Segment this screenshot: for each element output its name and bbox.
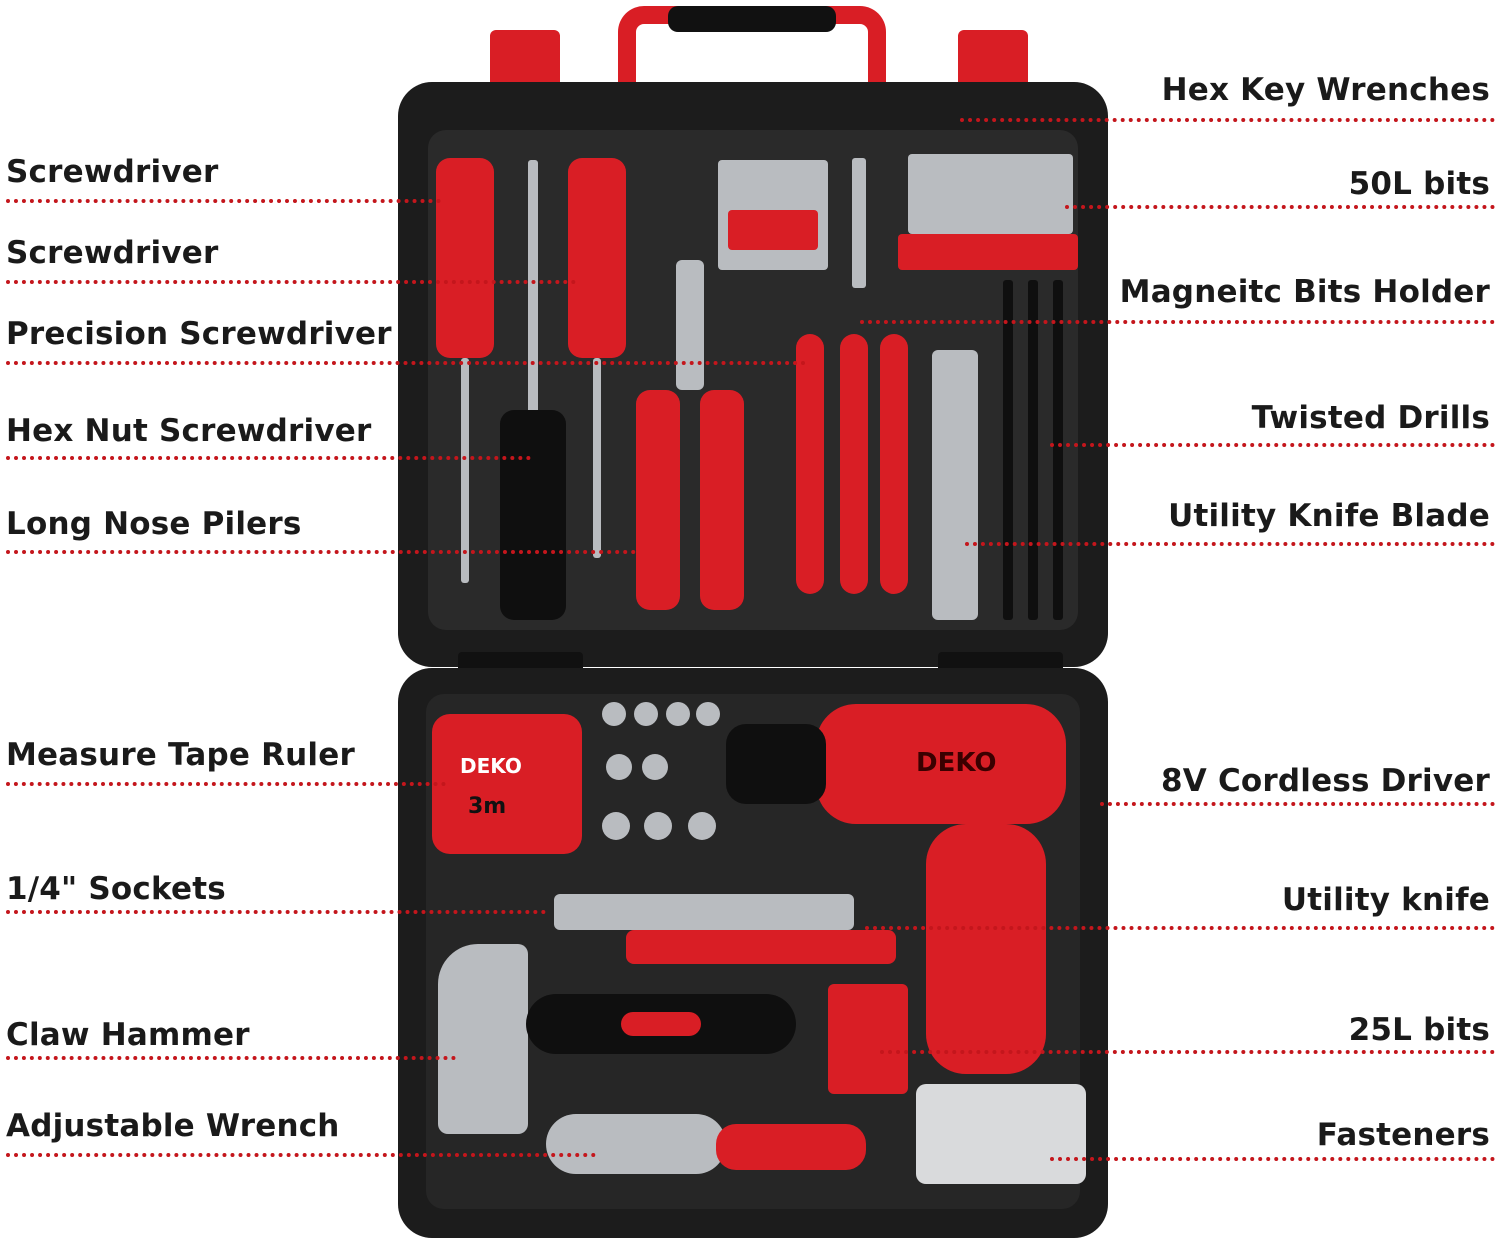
leader-line	[6, 1153, 596, 1157]
precision-driver-2	[840, 334, 868, 594]
socket-icon	[634, 702, 658, 726]
precision-driver-3	[880, 334, 908, 594]
leader-line	[6, 782, 446, 786]
handle-grip	[668, 6, 836, 32]
socket-icon	[666, 702, 690, 726]
claw-hammer-head	[438, 944, 528, 1134]
socket-icon	[602, 812, 630, 840]
twisted-drill-1	[1003, 280, 1013, 620]
callout-claw-hammer: Claw Hammer	[6, 1017, 250, 1053]
base-tray: DEKO 3m DEKO	[426, 694, 1086, 1209]
twisted-drill-2	[1028, 280, 1038, 620]
hammer-handle-accent	[621, 1012, 701, 1036]
leader-line	[6, 361, 806, 365]
leader-line	[1050, 1157, 1495, 1161]
leader-line	[860, 320, 1495, 324]
bit-holder-strip	[898, 234, 1078, 270]
pliers-grip-left	[636, 390, 680, 610]
callout-sockets: 1/4" Sockets	[6, 871, 226, 907]
callout-fasteners: Fasteners	[1316, 1117, 1490, 1153]
screwdriver-shaft-1	[461, 358, 469, 583]
measure-tape: DEKO 3m	[432, 714, 582, 854]
precision-screwdriver	[528, 160, 538, 580]
cordless-driver-head: DEKO	[816, 704, 1066, 824]
bit-set-25	[828, 984, 908, 1094]
hex-nut-screwdriver	[500, 410, 566, 620]
tape-brand: DEKO	[460, 754, 522, 778]
precision-driver-1	[796, 334, 824, 594]
leader-line	[880, 1050, 1495, 1054]
leader-line	[960, 118, 1495, 122]
callout-twisted-drills: Twisted Drills	[1251, 400, 1490, 436]
socket-icon	[606, 754, 632, 780]
leader-line	[1065, 205, 1495, 209]
callout-magnetic-bits-holder: Magneitc Bits Holder	[1119, 274, 1490, 310]
cordless-driver-grip	[926, 824, 1046, 1074]
magnetic-bits-holder	[852, 158, 866, 288]
callout-50l-bits: 50L bits	[1348, 166, 1490, 202]
utility-knife-blade	[554, 894, 854, 930]
callout-precision-screwdriver: Precision Screwdriver	[6, 316, 392, 352]
callout-utility-knife-blade: Utility Knife Blade	[1168, 498, 1490, 534]
leader-line	[1100, 802, 1495, 806]
lid-tray	[428, 130, 1078, 630]
callout-measure-tape: Measure Tape Ruler	[6, 737, 355, 773]
driver-chuck	[726, 724, 826, 804]
tape-length: 3m	[468, 794, 507, 819]
socket-icon	[644, 812, 672, 840]
leader-line	[1050, 443, 1495, 447]
callout-adjustable-wrench: Adjustable Wrench	[6, 1108, 340, 1144]
leader-line	[6, 199, 441, 203]
socket-icon	[688, 812, 716, 840]
socket-icon	[696, 702, 720, 726]
leader-line	[965, 542, 1495, 546]
adjustable-wrench-handle	[716, 1124, 866, 1170]
hex-key-holder	[728, 210, 818, 250]
fasteners-box	[916, 1084, 1086, 1184]
leader-line	[865, 926, 1495, 930]
screwdriver-handle-2	[568, 158, 626, 358]
callout-hex-nut-screwdriver: Hex Nut Screwdriver	[6, 413, 372, 449]
leader-line	[6, 910, 546, 914]
utility-knife-body	[626, 930, 896, 964]
callout-screwdriver-1: Screwdriver	[6, 154, 219, 190]
case-lid	[398, 82, 1108, 667]
adjustable-wrench-head	[546, 1114, 726, 1174]
callout-long-nose-pliers: Long Nose Pilers	[6, 506, 302, 542]
callout-screwdriver-2: Screwdriver	[6, 235, 219, 271]
callout-utility-knife: Utility knife	[1281, 882, 1490, 918]
leader-line	[6, 456, 531, 460]
socket-icon	[602, 702, 626, 726]
leader-line	[6, 550, 636, 554]
screwdriver-shaft-2	[593, 358, 601, 558]
driver-brand: DEKO	[916, 748, 997, 778]
callout-hex-key-wrenches: Hex Key Wrenches	[1161, 72, 1490, 108]
pliers-jaw	[676, 260, 704, 390]
callout-25l-bits: 25L bits	[1348, 1012, 1490, 1048]
case-base: DEKO 3m DEKO	[398, 668, 1108, 1238]
bit-set	[908, 154, 1073, 234]
twisted-drill-3	[1053, 280, 1063, 620]
utility-knife-blade	[932, 350, 978, 620]
callout-cordless-driver: 8V Cordless Driver	[1161, 763, 1490, 799]
socket-icon	[642, 754, 668, 780]
leader-line	[6, 280, 576, 284]
pliers-grip-right	[700, 390, 744, 610]
screwdriver-handle-1	[436, 158, 494, 358]
leader-line	[6, 1056, 456, 1060]
